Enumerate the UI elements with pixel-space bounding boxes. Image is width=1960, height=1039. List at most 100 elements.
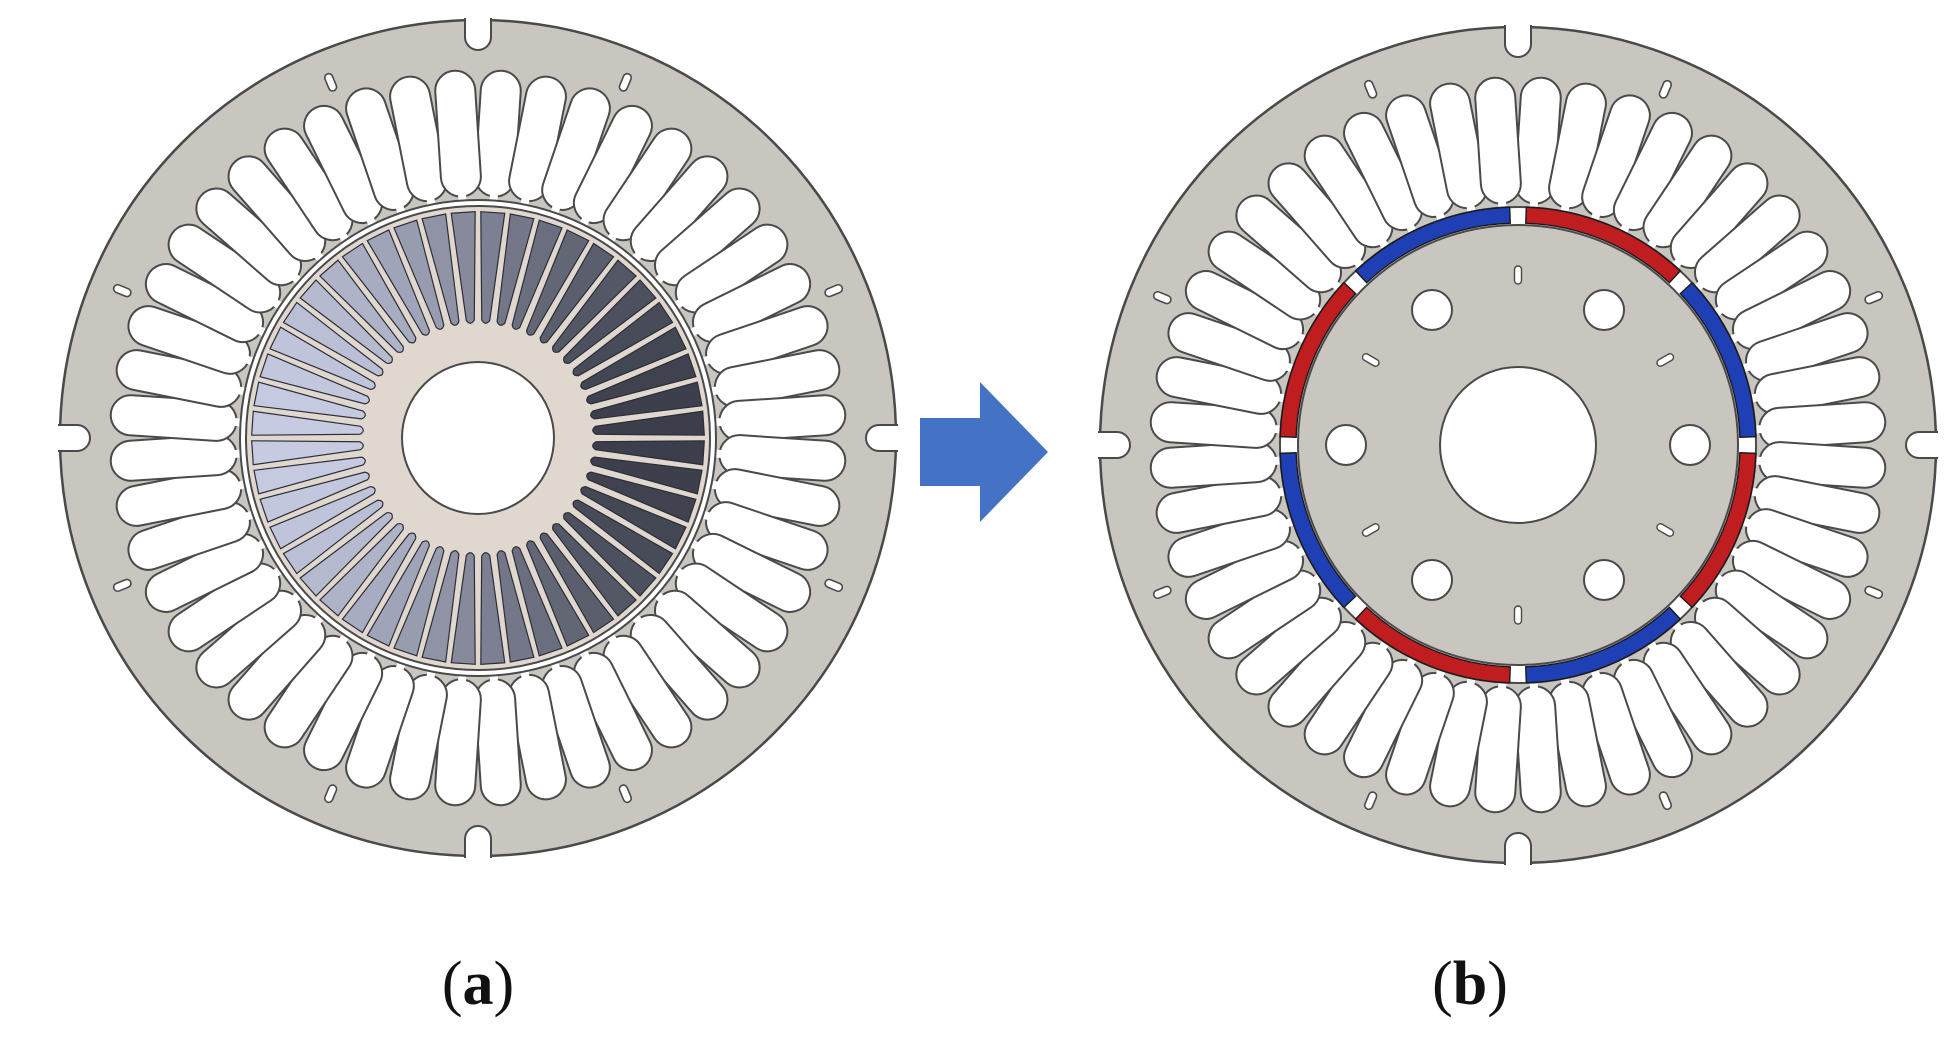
rotor-bar bbox=[282, 301, 384, 377]
mounting-slot bbox=[1152, 585, 1172, 600]
mounting-slot bbox=[1864, 290, 1884, 305]
rotor-bar bbox=[592, 410, 705, 436]
rotor-bar bbox=[253, 456, 366, 495]
mounting-slot bbox=[112, 578, 132, 593]
magnet-blue bbox=[1525, 606, 1682, 684]
rotor-bar bbox=[341, 242, 417, 344]
rotor-hole bbox=[1411, 289, 1453, 331]
rotor-bar bbox=[525, 540, 590, 647]
rotor-bar bbox=[366, 540, 431, 647]
rotor-bar bbox=[299, 279, 393, 364]
mounting-slot bbox=[1658, 791, 1673, 811]
rotor-bar bbox=[421, 213, 460, 326]
stator-slot bbox=[1149, 441, 1281, 489]
magnet-red bbox=[1679, 452, 1757, 609]
mounting-slot bbox=[1363, 79, 1378, 99]
rotor-bar bbox=[539, 532, 615, 634]
rotor-bar bbox=[480, 211, 506, 324]
shaft-hole bbox=[1439, 366, 1597, 524]
stator-slot bbox=[1235, 596, 1343, 696]
mounting-slot bbox=[112, 283, 132, 298]
rotor-bar bbox=[251, 410, 364, 436]
mounting-slot bbox=[1864, 585, 1884, 600]
rotor-bar bbox=[572, 499, 674, 575]
rotor-bar bbox=[269, 326, 376, 391]
rotor-bar bbox=[269, 485, 376, 550]
mounting-slot bbox=[618, 72, 633, 92]
stator-notch bbox=[1068, 429, 1131, 461]
rotor-slot bbox=[1361, 353, 1380, 367]
rotor-slot bbox=[1656, 353, 1675, 367]
stator-slot bbox=[1429, 82, 1488, 213]
rotor-bar bbox=[282, 499, 384, 575]
mounting-slot bbox=[1658, 79, 1673, 99]
rotor-bar bbox=[590, 381, 703, 420]
shaft-hole bbox=[401, 361, 555, 515]
caption-a: (a) bbox=[442, 950, 514, 1018]
rotor-hole bbox=[1583, 289, 1625, 331]
rotor-bar bbox=[393, 219, 445, 330]
stator-notch bbox=[462, 825, 494, 888]
panel-a-induction-motor bbox=[28, 0, 928, 888]
stator-notch bbox=[865, 422, 928, 454]
mounting-slot bbox=[1363, 791, 1378, 811]
rotor-bar bbox=[525, 229, 590, 336]
rotor-bar bbox=[319, 523, 404, 617]
rotor-bar bbox=[251, 440, 364, 466]
rotor-bar bbox=[511, 546, 563, 657]
rotor-slot bbox=[1361, 523, 1380, 537]
rotor-slot bbox=[1513, 265, 1523, 285]
rotor-bar bbox=[366, 229, 431, 336]
stator-slot bbox=[109, 434, 241, 482]
mounting-slot bbox=[1152, 290, 1172, 305]
rotor-hole bbox=[1411, 559, 1453, 601]
rotor-bar bbox=[319, 259, 404, 353]
rotor-bar bbox=[450, 211, 476, 324]
rotor-bar bbox=[421, 550, 460, 663]
magnet-red bbox=[1525, 206, 1682, 284]
arrow-shape bbox=[920, 382, 1048, 522]
rotor-bar bbox=[393, 546, 445, 657]
stator-slot bbox=[345, 662, 415, 789]
rotor-bar bbox=[496, 213, 535, 326]
rotor-bar bbox=[572, 301, 674, 377]
stator-slot bbox=[1474, 76, 1522, 208]
stator-slot bbox=[1155, 475, 1286, 534]
stator-notch bbox=[28, 422, 91, 454]
rotor-bar bbox=[253, 381, 366, 420]
rotor-bar bbox=[592, 440, 705, 466]
rotor-bar bbox=[552, 523, 637, 617]
rotor-bar bbox=[450, 552, 476, 665]
rotor-slot bbox=[1513, 605, 1523, 625]
magnet-blue bbox=[1354, 206, 1511, 284]
magnet-blue bbox=[1679, 281, 1757, 438]
rotor-bar bbox=[580, 326, 687, 391]
rotor-bar bbox=[563, 512, 657, 597]
rotor-slot bbox=[1656, 523, 1675, 537]
mounting-slot bbox=[323, 72, 338, 92]
rotor-bar bbox=[480, 552, 506, 665]
rotor-bar bbox=[299, 512, 393, 597]
stator-slot bbox=[127, 501, 254, 571]
rotor-bar bbox=[341, 532, 417, 634]
rotor-hole bbox=[1669, 424, 1711, 466]
caption-b: (b) bbox=[1432, 950, 1508, 1018]
stator-notch bbox=[462, 0, 494, 51]
rotor-bar bbox=[563, 279, 657, 364]
panel-b-pm-motor bbox=[1068, 0, 1960, 895]
arrow-right-icon bbox=[920, 382, 1048, 522]
magnet-red bbox=[1354, 606, 1511, 684]
rotor-bar bbox=[552, 259, 637, 353]
rotor-bar bbox=[539, 242, 615, 344]
magnet-blue bbox=[1279, 452, 1357, 609]
rotor-hole bbox=[1325, 424, 1367, 466]
stator-slot bbox=[1755, 401, 1887, 449]
stator-notch bbox=[1905, 429, 1960, 461]
stator-slot bbox=[629, 155, 729, 263]
rotor-bar bbox=[259, 471, 370, 523]
rotor-hole bbox=[1583, 559, 1625, 601]
magnet-red bbox=[1279, 281, 1357, 438]
mounting-slot bbox=[323, 784, 338, 804]
rotor-bar bbox=[590, 456, 703, 495]
